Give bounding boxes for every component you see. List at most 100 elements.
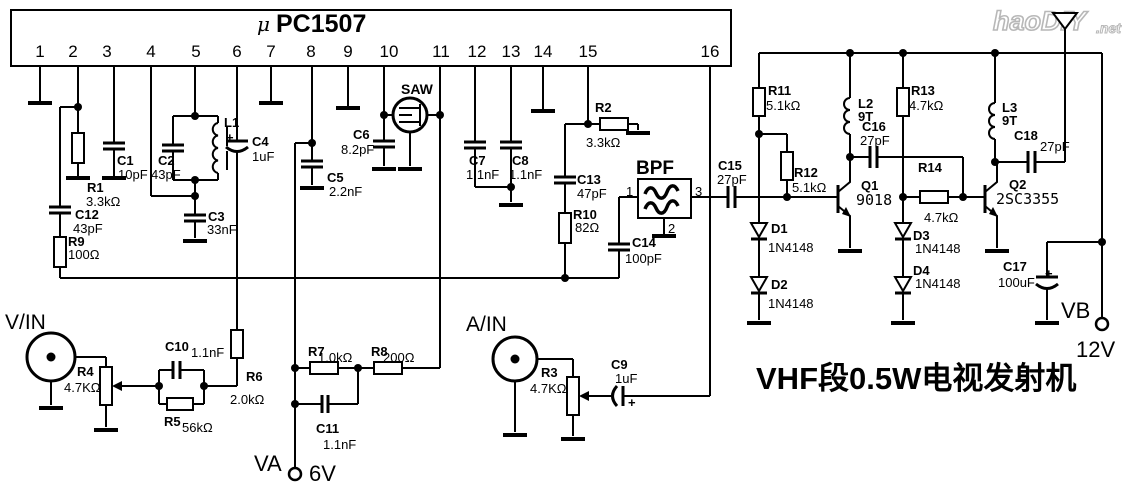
ic-pin-13: 13 (502, 42, 521, 61)
label-vb: VB (1061, 298, 1090, 323)
q1-emitter-arrow (842, 207, 851, 217)
label-C6-ref: C6 (353, 127, 370, 142)
label-D3-val: 1N4148 (915, 241, 961, 256)
ic-pin-11: 11 (432, 42, 450, 61)
diodes (749, 222, 913, 295)
ic-pin-14: 14 (534, 42, 553, 61)
label-C16-val: 27pF (860, 133, 890, 148)
label-C15-ref: C15 (718, 158, 742, 173)
capacitor-C12 (49, 205, 71, 215)
capacitor-C11 (320, 395, 330, 413)
label-D4-ref: D4 (913, 263, 930, 278)
capacitor-C10 (171, 361, 182, 379)
label-R5-ref: R5 (164, 414, 181, 429)
label-C15-val: 27pF (717, 172, 747, 187)
label-D2-val: 1N4148 (768, 296, 814, 311)
ic-outline (10, 9, 732, 67)
label-C11-ref: C11 (316, 421, 339, 436)
capacitor-C17-electrolytic (1035, 275, 1059, 290)
label-C12-ref: C12 (75, 207, 99, 222)
antenna-icon (1051, 12, 1079, 31)
label-R5-val: 56kΩ (182, 420, 213, 435)
label-R4-ref: R4 (77, 364, 94, 379)
r4-wiper-arrow (112, 381, 122, 391)
ic-pin-6: 6 (232, 42, 241, 61)
label-bpf: BPF (636, 158, 674, 179)
label-C9-val: 1uF (615, 371, 637, 386)
inductors (211, 97, 996, 174)
logo-suffix: .net (1096, 20, 1122, 36)
label-R14-val: 4.7kΩ (924, 210, 959, 225)
label-C3-val: 33nF (207, 222, 237, 237)
capacitor-C9-electrolytic (611, 384, 625, 408)
potentiometer-R4 (99, 366, 122, 406)
label-C17-plus: + (1045, 266, 1053, 281)
label-C9-ref: C9 (611, 357, 628, 372)
label-C12-val: 43pF (73, 221, 103, 236)
capacitor-C8 (500, 140, 522, 150)
label-R13-val: 4.7kΩ (909, 98, 944, 113)
capacitor-C6 (373, 139, 395, 149)
label-L2-val: 9T (858, 109, 873, 124)
label-C2-val: 43pF (151, 167, 181, 182)
transistor-Q2 (983, 162, 998, 248)
ic-pin-9: 9 (343, 42, 352, 61)
label-R7-ref: R7 (308, 344, 325, 359)
ic-pin-numbers: 1 2 3 4 5 6 7 8 9 10 11 12 13 14 15 16 (35, 42, 719, 61)
capacitor-C1 (103, 141, 125, 151)
label-bpf-p3: 3 (695, 184, 702, 199)
label-R9-val: 100Ω (68, 247, 100, 262)
label-C1-ref: C1 (117, 153, 134, 168)
label-C8-val: 1.1nF (509, 167, 542, 182)
label-R10-val: 82Ω (575, 220, 599, 235)
label-saw: SAW (401, 81, 434, 97)
label-C4-plus: + (226, 130, 234, 145)
ic-pin-12: 12 (468, 42, 487, 61)
logo-text: haoDIY (993, 6, 1089, 36)
ic-pin-10: 10 (380, 42, 399, 61)
capacitor-C4-electrolytic (225, 139, 249, 153)
capacitor-C15 (726, 186, 737, 208)
resistor-R7 (309, 361, 339, 375)
capacitor-C14 (608, 242, 630, 252)
capacitor-C3 (184, 213, 206, 223)
label-L3-val: 9T (1002, 113, 1017, 128)
label-Q1-ref: Q1 (861, 178, 878, 193)
ic-pin-4: 4 (146, 42, 155, 61)
diode-D3 (893, 222, 913, 241)
label-bpf-p2: 2 (668, 221, 675, 236)
label-C6-val: 8.2pF (341, 142, 374, 157)
ic-pin-1: 1 (35, 42, 44, 61)
capacitor-C2 (162, 143, 184, 153)
label-C3-ref: C3 (208, 209, 225, 224)
label-D4-val: 1N4148 (915, 276, 961, 291)
ic-pin-7: 7 (266, 42, 275, 61)
label-R10-ref: R10 (573, 207, 597, 222)
label-audio-in: A/IN (466, 313, 507, 336)
ic-title: PC1507 (276, 10, 366, 38)
label-R8-val: 200Ω (383, 350, 415, 365)
label-C7-ref: C7 (469, 153, 486, 168)
label-C5-val: 2.2nF (329, 184, 362, 199)
connector-audio-in (491, 335, 539, 383)
label-C17-ref: C17 (1003, 259, 1027, 274)
bpf-wave-2 (643, 199, 680, 215)
label-C8-ref: C8 (512, 153, 529, 168)
ic-pin-3: 3 (102, 42, 111, 61)
bpf-wave-1 (643, 184, 680, 200)
label-va: VA (254, 451, 282, 476)
bpf-block (637, 178, 692, 219)
saw-filter (391, 96, 429, 134)
resistor-R8 (373, 361, 403, 375)
diode-D1 (749, 222, 769, 241)
label-R12-ref: R12 (794, 165, 818, 180)
label-R4-val: 4.7KΩ (64, 380, 101, 395)
label-video-in: V/IN (5, 311, 46, 334)
connector-video-in (25, 331, 77, 383)
label-C4-ref: C4 (252, 134, 269, 149)
r3-wiper-arrow (579, 391, 589, 401)
junction-dots (74, 49, 1106, 408)
resistor-R13 (896, 87, 910, 117)
label-D2-ref: D2 (771, 277, 788, 292)
